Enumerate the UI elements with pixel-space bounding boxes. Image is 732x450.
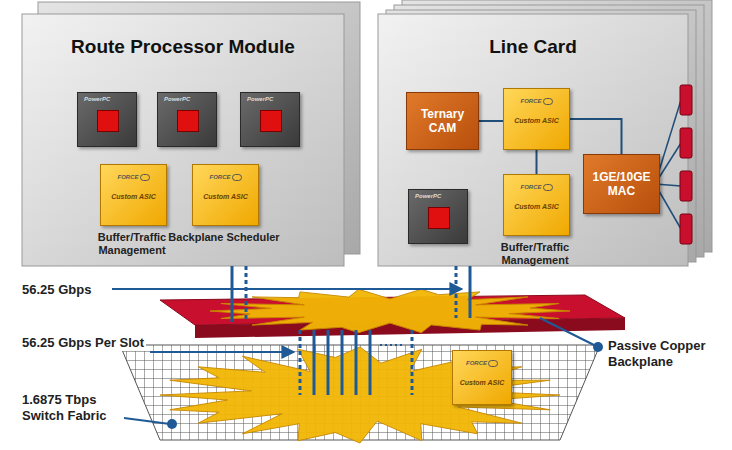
cpu-core bbox=[97, 110, 119, 132]
panel-front bbox=[378, 14, 688, 266]
asic-chip: FORCECustom ASICBackplane Scheduler bbox=[192, 164, 259, 226]
leader-dot bbox=[167, 419, 177, 429]
chip-label: Custom ASIC bbox=[504, 117, 569, 125]
logo-ring bbox=[488, 360, 498, 367]
panel-front bbox=[22, 14, 344, 266]
cpu-chip: PowerPC bbox=[408, 189, 468, 244]
fabric-burst bbox=[160, 347, 560, 443]
logo-row: FORCE bbox=[504, 175, 569, 193]
callout-label: Passive Copper Backplane bbox=[606, 338, 726, 369]
bandwidth-arrow bbox=[150, 351, 294, 353]
logo-text: FORCE bbox=[210, 168, 231, 180]
module-panel: Route Processor ModulePowerPC PowerPC Powe… bbox=[22, 14, 344, 266]
cpu-chip: PowerPC bbox=[77, 92, 137, 147]
cpu-core bbox=[177, 110, 199, 132]
asic-chip: FORCE Custom ASIC bbox=[452, 350, 512, 405]
cpu-chip: PowerPC bbox=[240, 92, 300, 147]
module-panel: Line CardTernary CAM FORCE Custom ASIC 1GE/… bbox=[378, 14, 688, 266]
logo-row: FORCE bbox=[504, 89, 569, 107]
asic-chip: FORCECustom ASICBuffer/Traffic Managemen… bbox=[503, 174, 570, 236]
connector bbox=[536, 150, 537, 174]
asic-chip: FORCE Custom ASIC bbox=[503, 88, 570, 150]
callout-label: 56.25 Gbps Per Slot bbox=[20, 335, 146, 351]
callout-label: 56.25 Gbps bbox=[20, 282, 93, 298]
block-label: Ternary CAM bbox=[407, 104, 478, 139]
backplane-burst bbox=[210, 289, 570, 332]
logo-ring bbox=[232, 174, 242, 181]
chip-label: PowerPC bbox=[241, 93, 299, 102]
block-label: 1GE/10GE MAC bbox=[584, 167, 659, 202]
asic-chip: FORCECustom ASICBuffer/Traffic Managemen… bbox=[100, 164, 167, 226]
title-wrap: Line Card bbox=[378, 36, 688, 58]
function-block: Ternary CAM bbox=[406, 92, 479, 150]
chip-label: Custom ASIC bbox=[193, 193, 258, 201]
logo-row: FORCE bbox=[101, 165, 166, 183]
chip-label: Custom ASIC bbox=[504, 203, 569, 211]
panel-title: Route Processor Module bbox=[71, 36, 295, 58]
label-wrap: 56.25 Gbps bbox=[20, 280, 115, 298]
logo-text: FORCE bbox=[521, 178, 542, 190]
logo-text: FORCE bbox=[466, 354, 487, 366]
chip-label: PowerPC bbox=[78, 93, 136, 102]
function-block: 1GE/10GE MAC bbox=[583, 154, 660, 214]
chip-label: PowerPC bbox=[409, 190, 467, 199]
chip-label: Custom ASIC bbox=[101, 193, 166, 201]
caption-wrap: Buffer/Traffic Management bbox=[470, 241, 600, 267]
caption-wrap: Backplane Scheduler bbox=[159, 231, 289, 244]
chip-caption: Backplane Scheduler bbox=[159, 231, 289, 244]
label-wrap: Passive Copper Backplane bbox=[606, 338, 726, 370]
leader-line bbox=[124, 418, 170, 424]
panel-title: Line Card bbox=[489, 36, 577, 58]
cpu-chip: PowerPC bbox=[157, 92, 217, 147]
chip-label: PowerPC bbox=[158, 93, 216, 102]
logo-ring bbox=[543, 184, 553, 191]
logo-ring bbox=[140, 174, 150, 181]
chip-caption: Buffer/Traffic Management bbox=[470, 241, 600, 267]
logo-ring bbox=[543, 98, 553, 105]
logo-row: FORCE bbox=[453, 351, 511, 369]
logo-text: FORCE bbox=[521, 92, 542, 104]
connector bbox=[570, 119, 622, 154]
slot-links bbox=[232, 266, 470, 395]
bandwidth-arrow bbox=[112, 288, 462, 290]
leader-dot bbox=[593, 342, 603, 352]
callout-label: 1.6875 Tbps Switch Fabric bbox=[20, 392, 124, 423]
chip-label: Custom ASIC bbox=[453, 379, 511, 387]
logo-text: FORCE bbox=[118, 168, 139, 180]
logo-row: FORCE bbox=[193, 165, 258, 183]
connector bbox=[479, 121, 503, 122]
cpu-core bbox=[428, 207, 450, 229]
label-wrap: 56.25 Gbps Per Slot bbox=[20, 333, 148, 351]
title-wrap: Route Processor Module bbox=[22, 36, 344, 58]
leader-line bbox=[540, 318, 596, 346]
ports bbox=[680, 85, 692, 244]
cpu-core bbox=[260, 110, 282, 132]
label-wrap: 1.6875 Tbps Switch Fabric bbox=[20, 392, 124, 424]
